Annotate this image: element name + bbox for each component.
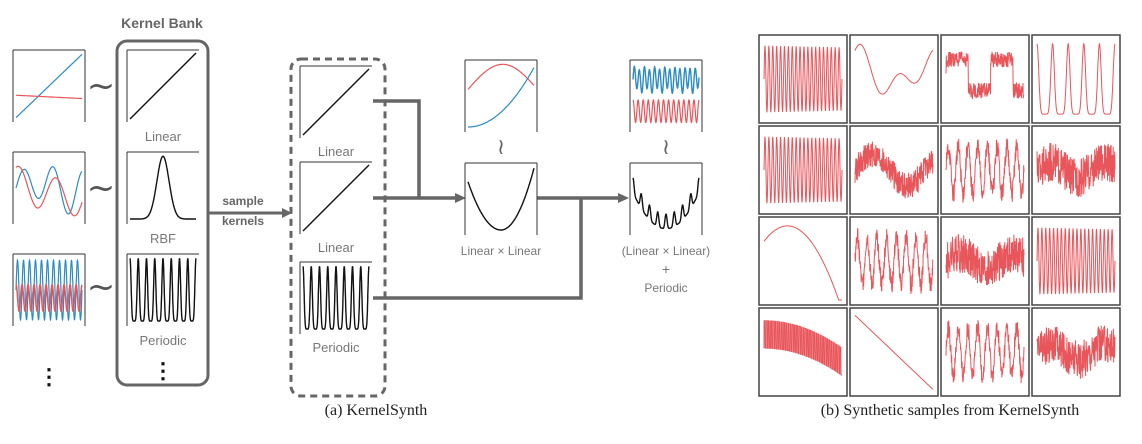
composite2-label-2: Periodic (644, 281, 687, 295)
gp-sample-periodic-plot (12, 253, 86, 326)
kernel-curve-periodic (129, 258, 197, 322)
connector-linear-1 (373, 99, 421, 198)
composite1-sample-blue (468, 67, 535, 128)
sampled-kernel-curve-2 (302, 266, 370, 330)
sampled-kernel-plot-1 (299, 161, 372, 234)
sample-kernels-label-2: kernels (222, 214, 264, 228)
sample-series-noisy-periodic (854, 227, 934, 294)
kernel-bank-rounded-frame (118, 41, 209, 168)
caption-b: (b) Synthetic samples from KernelSynth (821, 402, 1080, 419)
composite1-sample-plot (464, 59, 538, 132)
approx-icon: ≀ (497, 135, 505, 160)
sample-cell (1031, 34, 1121, 124)
sample-cell (940, 34, 1030, 124)
sample-series-noisy (945, 234, 1025, 286)
gp-sample-rbf-blue (15, 166, 83, 215)
tilde-icon: ~ (87, 66, 116, 106)
more-samples-dots: ⋮ (38, 364, 60, 389)
sample-cell (758, 216, 848, 306)
sample-series-noisy-wave (854, 141, 934, 199)
sampled-kernel-label-0: Linear (318, 144, 355, 159)
gp-sample-rbf-plot (12, 151, 86, 224)
kernel-label-linear: Linear (145, 129, 182, 144)
kernel-plot-linear (126, 49, 199, 122)
tilde-icon: ~ (87, 267, 116, 307)
composite1-label: Linear × Linear (461, 244, 541, 258)
composite2-kernel-plot (629, 162, 703, 235)
arrow-head-icon (455, 193, 466, 203)
kernel-curve-rbf (130, 155, 196, 220)
kernel-bank-outline (118, 41, 209, 168)
gp-sample-line-blue (15, 53, 83, 119)
sample-series-spiky-periodic (1036, 42, 1116, 115)
kernel-plot-periodic (126, 253, 199, 326)
gp-sample-periodic-red (15, 283, 83, 313)
sample-series-fast-periodic (763, 136, 843, 204)
gp-sample-periodic-blue (15, 258, 83, 322)
sample-series-smooth-wave (854, 43, 934, 95)
sampled-kernel-plot-2 (299, 261, 372, 334)
sample-series-noisy-periodic (945, 320, 1025, 384)
gp-sample-line-red (15, 94, 82, 100)
composite2-sample-blue (632, 65, 700, 95)
kernel-bank-title: Kernel Bank (121, 15, 203, 31)
composite2-label-plus: + (662, 261, 670, 277)
sampled-kernel-label-2: Periodic (313, 340, 360, 355)
sample-series-decaying-periodic (763, 319, 843, 376)
gp-sample-rbf-red (15, 165, 83, 217)
connector-periodic (373, 198, 583, 300)
kernel-bank-box (118, 41, 209, 168)
kernel-more-dots: ⋮ (152, 358, 174, 383)
kernel-plot-rbf (126, 151, 199, 224)
gp-sample-linear-plot (12, 49, 86, 122)
sample-series-noisy-periodic (945, 138, 1025, 203)
sampled-kernel-curve-0 (302, 68, 370, 136)
sample-series-fast-periodic (763, 45, 843, 113)
sample-series-linear-down (854, 314, 934, 390)
sampled-kernel-curve-1 (302, 164, 370, 232)
caption-a: (a) KernelSynth (325, 402, 428, 419)
sampled-kernels-box (289, 57, 387, 398)
arrow-head-icon (618, 193, 629, 203)
kernel-label-periodic: Periodic (140, 333, 187, 348)
composite1-kernel-curve (467, 168, 535, 231)
composite2-kernel-curve (632, 177, 700, 229)
composite1-sample-red (467, 63, 535, 90)
arrow-head-icon (282, 208, 292, 218)
sampled-kernel-label-1: Linear (318, 240, 355, 255)
sampled-kernel-plot-0 (299, 65, 372, 138)
composite2-sample-red (632, 98, 700, 124)
sample-series-noisy-step (945, 51, 1025, 100)
composite1-kernel-plot (464, 162, 538, 235)
kernel-label-rbf: RBF (150, 231, 176, 246)
sample-series-noisy (1036, 142, 1116, 198)
sample-series-parabola-down (763, 225, 842, 301)
kernel-curve-linear (129, 52, 197, 120)
tilde-icon: ~ (87, 168, 116, 208)
sample-kernels-label-1: sample (222, 194, 264, 208)
sample-series-fast-periodic (1036, 227, 1116, 295)
sample-series-noisy (1036, 325, 1116, 379)
composite2-sample-plot (629, 59, 703, 132)
kernel-bank-frame (118, 42, 208, 168)
composite2-label-1: (Linear × Linear) (622, 244, 710, 258)
approx-icon: ≀ (662, 135, 670, 160)
